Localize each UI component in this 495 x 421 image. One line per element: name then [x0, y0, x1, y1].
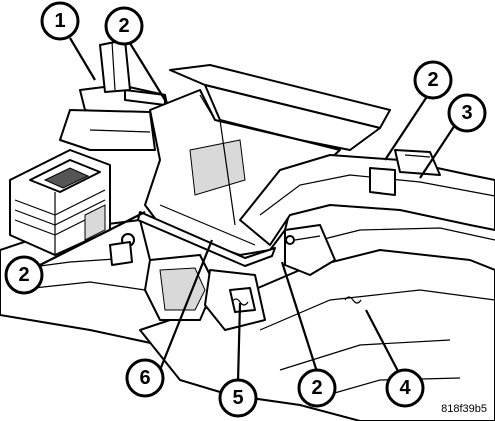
- callout-3: 3: [447, 93, 487, 133]
- callout-label: 5: [232, 387, 243, 409]
- callout-label: 3: [461, 102, 472, 124]
- callout-2-left: 2: [4, 255, 44, 295]
- callout-label: 4: [399, 377, 411, 399]
- leader-2-bottom: [280, 261, 320, 376]
- leader-5: [236, 302, 242, 383]
- callout-1: 1: [40, 1, 80, 41]
- upper-left-duct: [59, 39, 171, 151]
- lower-components: [109, 224, 362, 331]
- figure-id: 818f39b5: [441, 403, 487, 415]
- leader-1: [69, 37, 96, 81]
- callout-4: 4: [385, 368, 425, 408]
- callout-6: 6: [125, 358, 165, 398]
- leader-lines: [39, 37, 456, 383]
- callout-label: 2: [427, 69, 438, 91]
- leader-2-left: [39, 211, 146, 266]
- right-duct: [239, 149, 495, 246]
- callout-2-bottom: 2: [297, 368, 337, 408]
- leader-3: [419, 124, 456, 179]
- center-duct: [137, 64, 391, 267]
- callout-label: 6: [139, 367, 150, 389]
- callout-label: 1: [54, 10, 65, 32]
- callout-5: 5: [218, 378, 258, 418]
- callout-label: 2: [118, 15, 129, 37]
- callout-label: 2: [311, 377, 322, 399]
- leader-6: [158, 239, 214, 371]
- callout-2-top-right: 2: [413, 60, 453, 100]
- leader-4: [365, 309, 401, 376]
- callout-2-top-left: 2: [104, 6, 144, 46]
- leader-2-top-left: [127, 39, 166, 101]
- leader-2-top-right: [384, 94, 429, 161]
- callout-label: 2: [18, 264, 29, 286]
